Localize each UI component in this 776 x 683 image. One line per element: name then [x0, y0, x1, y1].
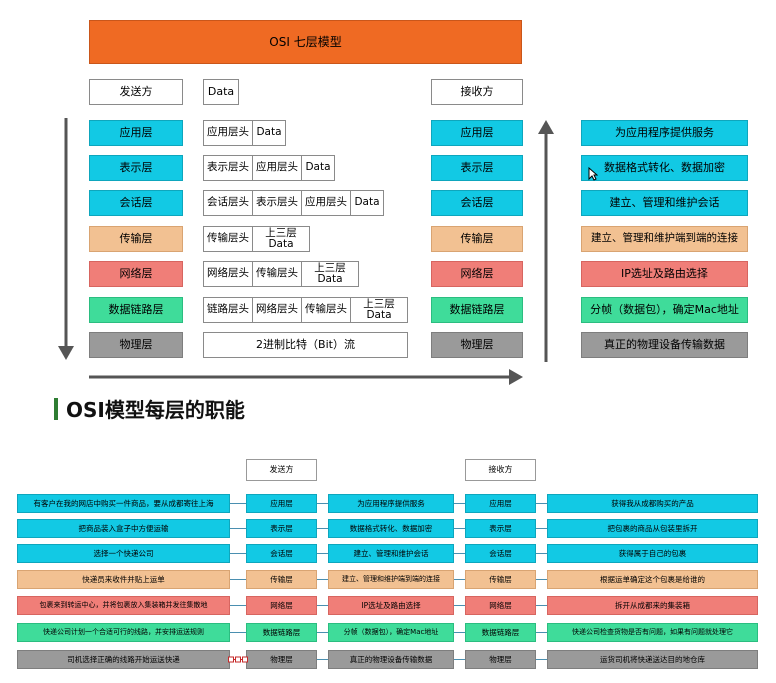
bottom-desc: 建立、管理和维护会话 [328, 544, 454, 563]
bottom-desc: 数据格式转化、数据加密 [328, 519, 454, 538]
receiver-example: 获得属于自己的包裹 [547, 544, 758, 563]
data-seg: Data [301, 155, 335, 181]
bitstream-seg: 2进制比特（Bit）流 [203, 332, 408, 358]
bottom-sender-layer: 网络层 [246, 596, 317, 615]
upper-label: 上三层 [314, 261, 346, 274]
receiver-layer-physical: 物理层 [431, 332, 523, 358]
sender-example: 包裹来到转运中心，并将包裹放入集装箱并发往集散地 [17, 596, 230, 615]
upper-data-seg: 上三层 Data [252, 226, 310, 252]
receiver-layer-datalink: 数据链路层 [431, 297, 523, 323]
receiver-example: 获得我从成都购买的产品 [547, 494, 758, 513]
receiver-example: 把包裹的商品从包装里拆开 [547, 519, 758, 538]
trans-header-seg: 传输层头 [252, 261, 302, 287]
receiver-example: 快递公司检查货物是否有问题，如果有问题就处理它 [547, 623, 758, 642]
heading-mark [54, 398, 58, 420]
trans-header-seg: 传输层头 [301, 297, 351, 323]
sender-layer-session: 会话层 [89, 190, 183, 216]
down-arrow [58, 118, 74, 360]
sender-layer-transport: 传输层 [89, 226, 183, 252]
pres-header-seg: 表示层头 [203, 155, 253, 181]
pres-header-seg: 表示层头 [252, 190, 302, 216]
mouse-cursor-icon [588, 167, 598, 181]
sender-layer-presentation: 表示层 [89, 155, 183, 181]
connector-handle-icon [228, 656, 248, 663]
diagram-title: OSI 七层模型 [89, 20, 522, 64]
bottom-sender-layer: 应用层 [246, 494, 317, 513]
desc-presentation: 数据格式转化、数据加密 [581, 155, 748, 181]
trans-header-seg: 传输层头 [203, 226, 253, 252]
receiver-layer-presentation: 表示层 [431, 155, 523, 181]
sender-layer-network: 网络层 [89, 261, 183, 287]
sender-example: 把商品装入盒子中方便运输 [17, 519, 230, 538]
upper-data-label: Data [268, 238, 294, 250]
data-seg: Data [252, 120, 286, 146]
bottom-sender-layer: 表示层 [246, 519, 317, 538]
bottom-receiver-layer: 传输层 [465, 570, 536, 589]
bottom-receiver-layer: 表示层 [465, 519, 536, 538]
bottom-receiver-layer: 应用层 [465, 494, 536, 513]
bottom-sender-layer: 物理层 [246, 650, 317, 669]
bottom-arrow [89, 369, 523, 385]
bottom-desc: IP选址及路由选择 [328, 596, 454, 615]
bottom-receiver-layer: 数据链路层 [465, 623, 536, 642]
app-header-seg: 应用层头 [203, 120, 253, 146]
desc-physical: 真正的物理设备传输数据 [581, 332, 748, 358]
up-arrow [538, 120, 554, 362]
sender-example: 快递员来收件并贴上运单 [17, 570, 230, 589]
bottom-sender-header: 发送方 [246, 459, 317, 481]
data-seg: Data [350, 190, 384, 216]
desc-session: 建立、管理和维护会话 [581, 190, 748, 216]
sender-example: 快递公司计划一个合适可行的线路，并安排运送规则 [17, 623, 230, 642]
bottom-desc: 为应用程序提供服务 [328, 494, 454, 513]
upper-data-seg: 上三层 Data [350, 297, 408, 323]
bottom-receiver-header: 接收方 [465, 459, 536, 481]
receiver-example: 拆开从成都来的集装箱 [547, 596, 758, 615]
bottom-sender-layer: 数据链路层 [246, 623, 317, 642]
upper-data-seg: 上三层 Data [301, 261, 359, 287]
link-header-seg: 链路层头 [203, 297, 253, 323]
receiver-layer-session: 会话层 [431, 190, 523, 216]
sender-layer-application: 应用层 [89, 120, 183, 146]
sess-header-seg: 会话层头 [203, 190, 253, 216]
section-heading: OSI模型每层的职能 [66, 398, 245, 422]
net-header-seg: 网络层头 [252, 297, 302, 323]
sender-header: 发送方 [89, 79, 183, 105]
receiver-layer-transport: 传输层 [431, 226, 523, 252]
bottom-desc: 分帧（数据包），确定Mac地址 [328, 623, 454, 642]
upper-data-label: Data [317, 273, 343, 285]
receiver-layer-network: 网络层 [431, 261, 523, 287]
sender-example: 有客户在我的网店中购买一件商品，要从成都寄往上海 [17, 494, 230, 513]
sender-example: 选择一个快递公司 [17, 544, 230, 563]
data-header: Data [203, 79, 239, 105]
desc-network: IP选址及路由选择 [581, 261, 748, 287]
desc-transport: 建立、管理和维护端到端的连接 [581, 226, 748, 252]
app-header-seg: 应用层头 [252, 155, 302, 181]
receiver-example: 根据运单确定这个包裹是给谁的 [547, 570, 758, 589]
bottom-receiver-layer: 网络层 [465, 596, 536, 615]
bottom-receiver-layer: 会话层 [465, 544, 536, 563]
net-header-seg: 网络层头 [203, 261, 253, 287]
sender-layer-physical: 物理层 [89, 332, 183, 358]
sender-example: 司机选择正确的线路开始运送快递 [17, 650, 230, 669]
upper-label: 上三层 [265, 226, 297, 239]
sender-layer-datalink: 数据链路层 [89, 297, 183, 323]
receiver-example: 运货司机将快递送达目的地仓库 [547, 650, 758, 669]
upper-label: 上三层 [363, 297, 395, 310]
desc-application: 为应用程序提供服务 [581, 120, 748, 146]
receiver-header: 接收方 [431, 79, 523, 105]
bottom-desc: 真正的物理设备传输数据 [328, 650, 454, 669]
bottom-sender-layer: 会话层 [246, 544, 317, 563]
app-header-seg: 应用层头 [301, 190, 351, 216]
desc-datalink: 分帧（数据包），确定Mac地址 [581, 297, 748, 323]
bottom-desc: 建立、管理和维护端到端的连接 [328, 570, 454, 589]
upper-data-label: Data [366, 309, 392, 321]
receiver-layer-application: 应用层 [431, 120, 523, 146]
bottom-sender-layer: 传输层 [246, 570, 317, 589]
bottom-receiver-layer: 物理层 [465, 650, 536, 669]
